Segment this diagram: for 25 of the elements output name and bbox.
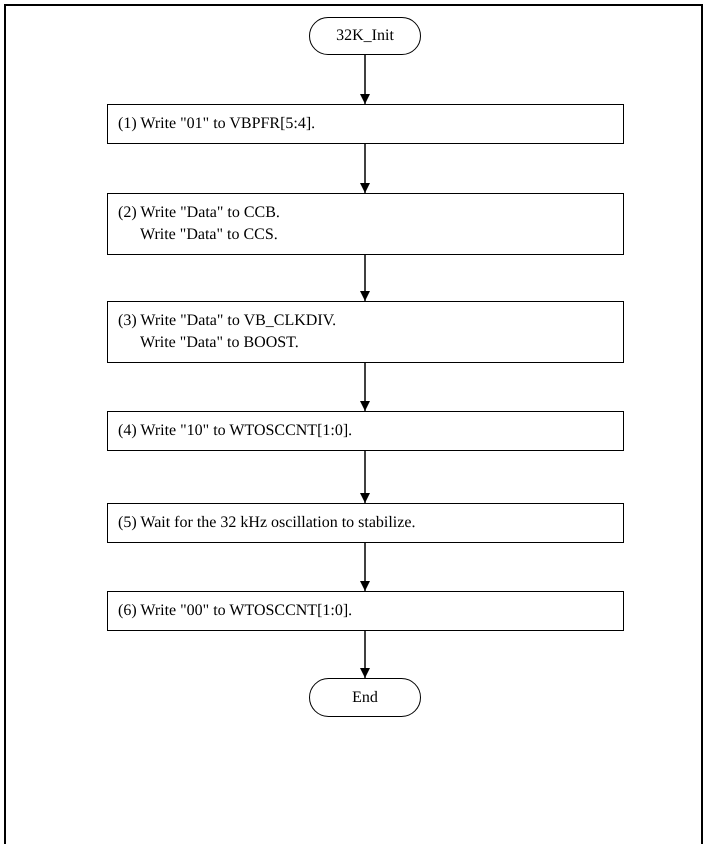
arrow bbox=[360, 543, 370, 591]
process-box bbox=[107, 301, 624, 363]
step-text: (1) Write "01" to VBPFR[5:4]. bbox=[118, 114, 316, 134]
arrow bbox=[360, 451, 370, 503]
arrow bbox=[360, 55, 370, 104]
terminal-label: End bbox=[352, 688, 378, 708]
process-box bbox=[107, 411, 624, 451]
arrow bbox=[360, 144, 370, 193]
step-text: (4) Write "10" to WTOSCCNT[1:0]. bbox=[118, 421, 354, 441]
process-box bbox=[107, 591, 624, 631]
arrow bbox=[360, 255, 370, 301]
process-box bbox=[107, 503, 624, 543]
step-text: (5) Wait for the 32 kHz oscillation to stabilize. bbox=[118, 513, 416, 533]
step-text: Write "Data" to BOOST. bbox=[139, 333, 300, 353]
step-text: Write "Data" to CCS. bbox=[139, 225, 279, 245]
arrow bbox=[360, 631, 370, 678]
step-text: (2) Write "Data" to CCB. bbox=[118, 203, 281, 223]
process-box bbox=[107, 104, 624, 144]
step-text: (3) Write "Data" to VB_CLKDIV. bbox=[118, 311, 338, 331]
terminal-shape bbox=[309, 17, 421, 55]
terminal-shape bbox=[309, 678, 421, 717]
step-text: (6) Write "00" to WTOSCCNT[1:0]. bbox=[118, 601, 354, 621]
terminal-label: 32K_Init bbox=[336, 26, 394, 46]
process-box bbox=[107, 193, 624, 255]
arrow bbox=[360, 363, 370, 411]
